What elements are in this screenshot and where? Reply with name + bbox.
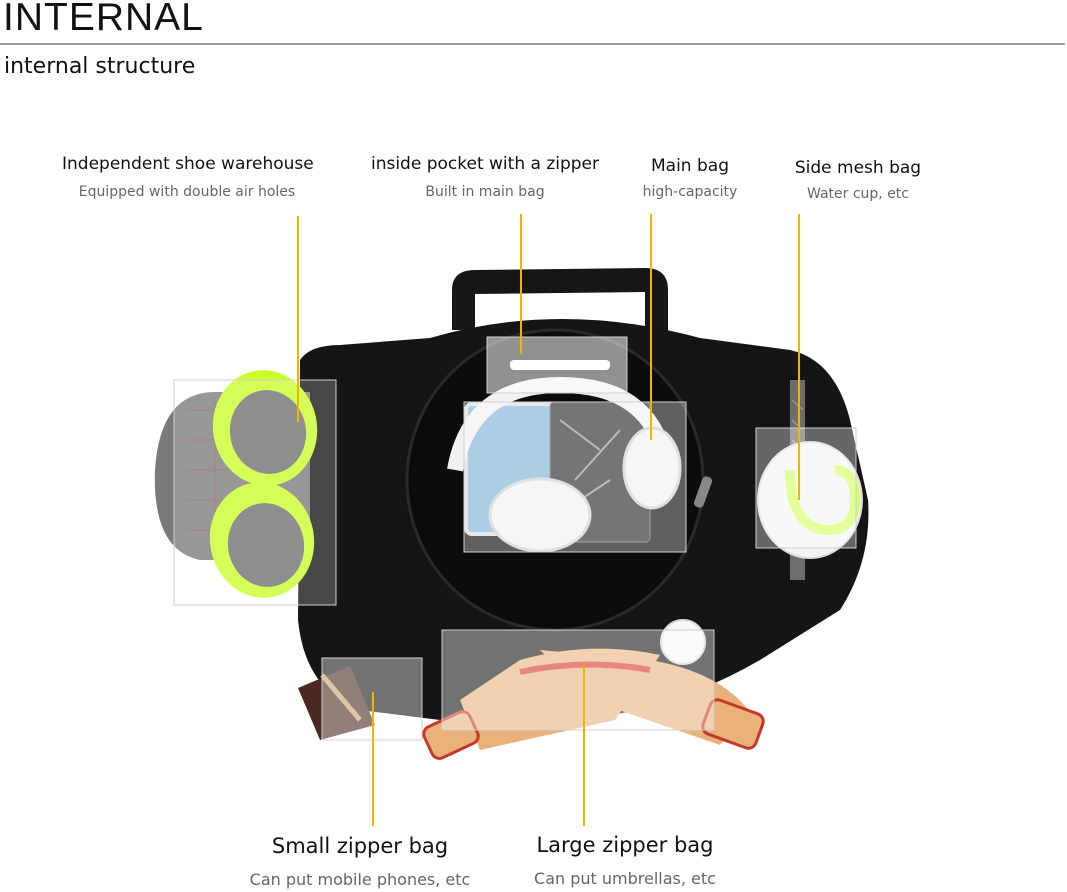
bag-handle (452, 268, 668, 332)
callout-large-zipper-subtitle: Can put umbrellas, etc (534, 869, 716, 888)
page-title: INTERNAL (3, 0, 204, 39)
highlight-large-zipper (441, 629, 715, 731)
ping-pong-ball (660, 619, 706, 665)
callout-large-zipper: Large zipper bag Can put umbrellas, etc (510, 833, 740, 888)
leader-line-inside-pocket (520, 214, 522, 354)
callout-inside-pocket-title: inside pocket with a zipper (370, 154, 599, 174)
leader-line-side-mesh (798, 214, 800, 500)
callout-side-mesh-subtitle: Water cup, etc (807, 186, 909, 202)
callout-small-zipper-subtitle: Can put mobile phones, etc (249, 870, 471, 889)
callout-main-bag: Main bag high-capacity (640, 156, 740, 200)
callout-main-bag-title: Main bag (651, 156, 729, 176)
callout-small-zipper: Small zipper bag Can put mobile phones, … (240, 834, 480, 889)
callout-side-mesh: Side mesh bag Water cup, etc (792, 158, 924, 202)
snack-bar-item (298, 666, 375, 740)
callout-inside-pocket-subtitle: Built in main bag (425, 184, 545, 200)
leader-line-main-bag (650, 214, 652, 440)
paddle-right (540, 650, 750, 745)
page-subtitle: internal structure (4, 54, 196, 79)
callout-side-mesh-title: Side mesh bag (794, 158, 922, 178)
leader-line-shoe (297, 216, 299, 422)
callout-main-bag-subtitle: high-capacity (642, 184, 738, 200)
leader-line-small-zipper (372, 692, 374, 826)
highlight-shoe (173, 379, 337, 606)
callout-small-zipper-title: Small zipper bag (271, 834, 449, 858)
highlight-main-bag (463, 401, 687, 553)
callout-shoe-title: Independent shoe warehouse (62, 154, 314, 174)
callout-shoe-subtitle: Equipped with double air holes (78, 184, 296, 200)
callout-large-zipper-title: Large zipper bag (536, 833, 714, 857)
header-divider (0, 43, 1065, 45)
highlight-side-mesh (755, 427, 857, 549)
callout-shoe-warehouse: Independent shoe warehouse Equipped with… (62, 154, 314, 200)
callout-inside-pocket: inside pocket with a zipper Built in mai… (370, 154, 600, 200)
leader-line-large-zipper (583, 666, 585, 826)
